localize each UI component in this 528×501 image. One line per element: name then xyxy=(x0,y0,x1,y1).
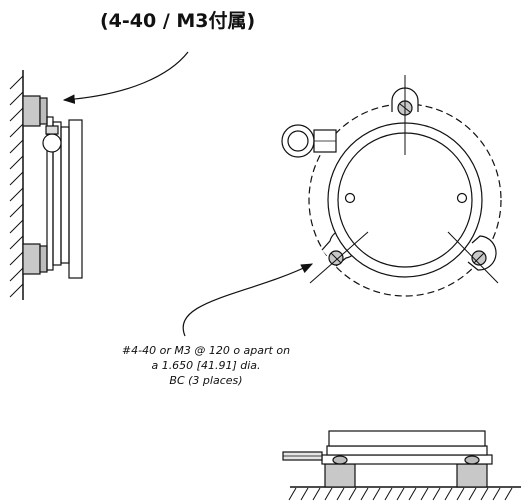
center-line-right xyxy=(447,231,499,284)
note-line-1: #4-40 or M3 @ 120 o apart on xyxy=(121,344,291,357)
note-line-2: a 1.650 [41.91] dia. xyxy=(151,359,261,372)
side-plate-3 xyxy=(60,126,70,264)
center-line-left xyxy=(309,231,369,284)
upper-screw-block xyxy=(22,95,41,127)
base-hatch xyxy=(288,487,513,501)
wall-hatch xyxy=(9,75,24,298)
bottom-plate-3 xyxy=(328,430,486,447)
note-line-3: BC (3 places) xyxy=(169,374,243,387)
small-hole-right xyxy=(456,192,468,204)
mounting-note: #4-40 or M3 @ 120 o apart on a 1.650 [41… xyxy=(108,343,304,388)
note-leader-arrow xyxy=(182,263,314,337)
bottom-foot-right xyxy=(456,463,488,488)
front-knob-outer xyxy=(281,124,315,158)
lower-screw-block xyxy=(22,243,41,275)
side-knob xyxy=(42,133,62,153)
front-knob-inner xyxy=(287,130,309,152)
front-view xyxy=(281,75,502,297)
title-leader-arrow xyxy=(62,51,189,104)
small-hole-left xyxy=(344,192,356,204)
side-view xyxy=(9,70,83,300)
side-plate-4 xyxy=(68,119,83,279)
bottom-view xyxy=(282,430,521,501)
diagram-title: (4-40 / M3付属) xyxy=(100,10,256,32)
bottom-screw-left xyxy=(332,455,348,465)
bottom-plate-2 xyxy=(326,445,488,456)
bottom-foot-left xyxy=(324,463,356,488)
bottom-screw-right xyxy=(464,455,480,465)
